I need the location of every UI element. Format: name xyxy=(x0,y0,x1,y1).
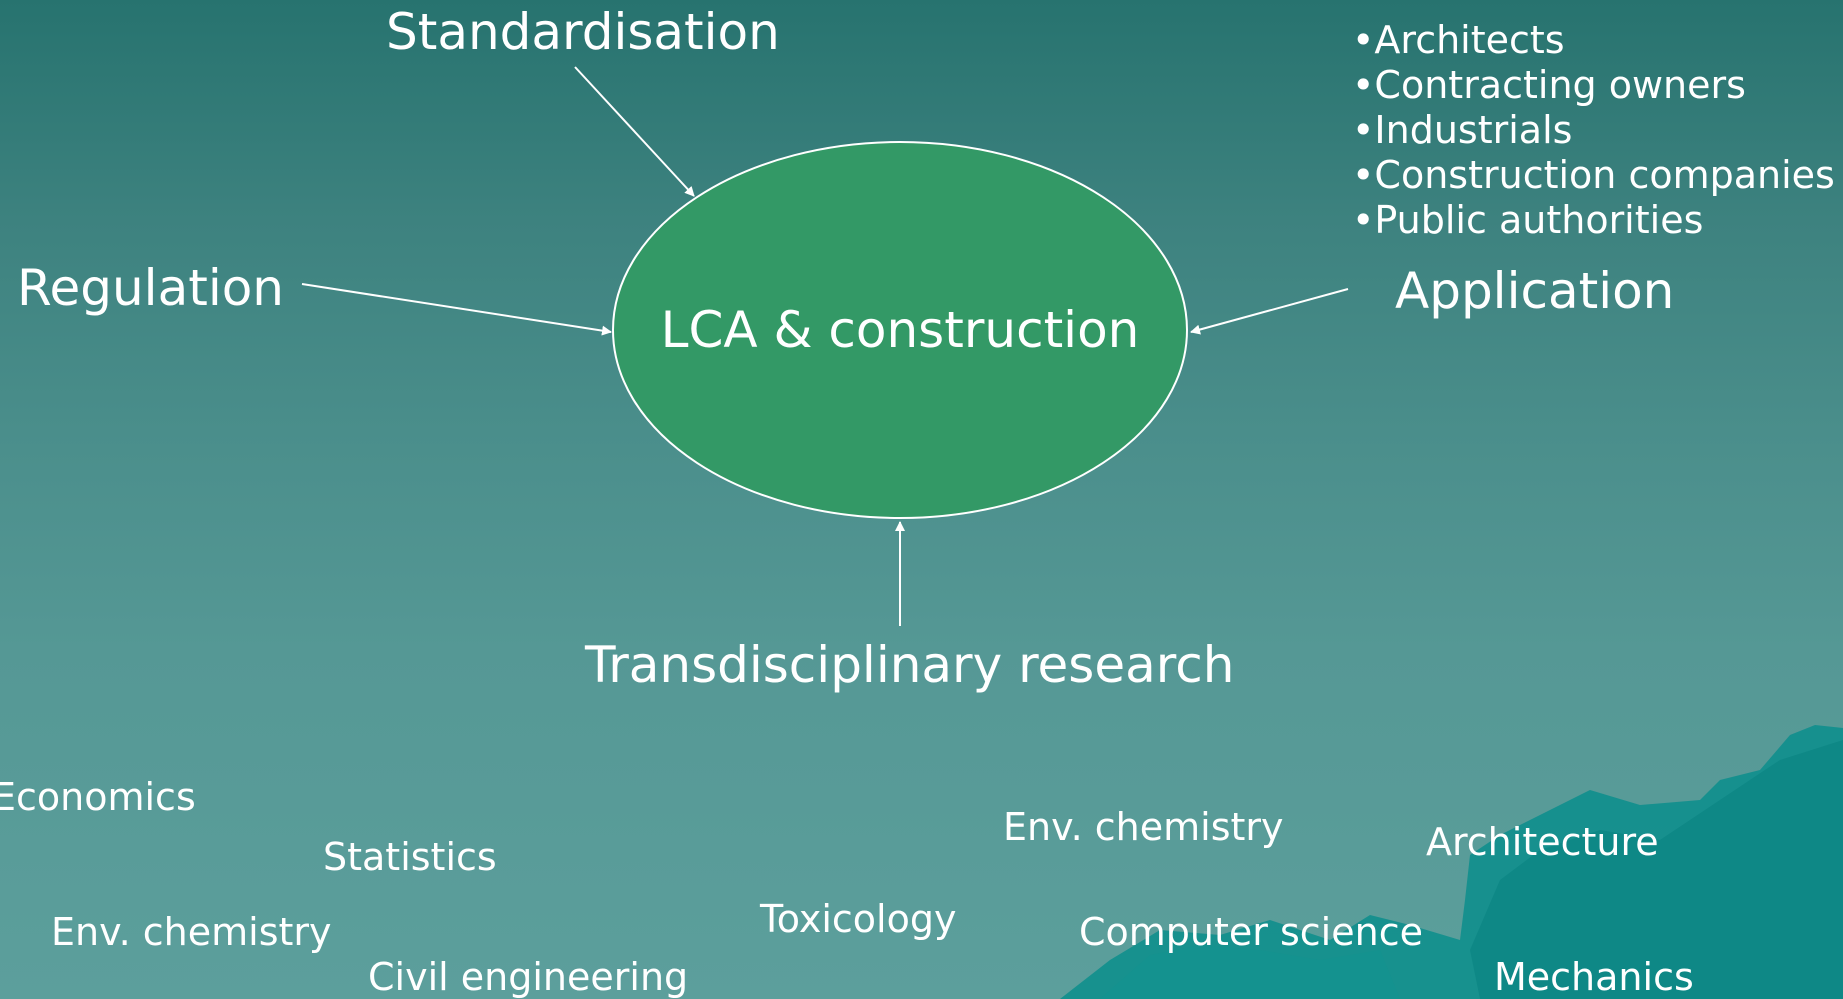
list-item: Architects xyxy=(1352,18,1835,63)
discipline-architecture: Architecture xyxy=(1426,820,1659,864)
discipline-env-chemistry-right: Env. chemistry xyxy=(1003,805,1284,849)
node-standardisation: Standardisation xyxy=(386,3,780,61)
list-item: Contracting owners xyxy=(1352,63,1835,108)
list-item: Construction companies xyxy=(1352,153,1834,198)
discipline-statistics: Statistics xyxy=(323,835,497,879)
discipline-economics: Economics xyxy=(0,775,196,819)
node-application: Application xyxy=(1395,262,1675,320)
discipline-mechanics: Mechanics xyxy=(1494,955,1694,999)
discipline-civil-engineering: Civil engineering xyxy=(368,955,689,999)
arrow-application xyxy=(1190,288,1349,335)
list-item: Industrials xyxy=(1352,108,1835,153)
arrow-regulation xyxy=(301,283,612,336)
center-label: LCA & construction xyxy=(660,301,1140,359)
discipline-toxicology: Toxicology xyxy=(760,897,957,941)
arrow-standardisation xyxy=(574,66,695,197)
node-research: Transdisciplinary research xyxy=(585,636,1235,694)
node-regulation: Regulation xyxy=(17,259,284,317)
stakeholder-list: Architects Contracting owners Industrial… xyxy=(1352,18,1835,243)
list-item: Public authorities xyxy=(1352,198,1835,243)
discipline-env-chemistry-left: Env. chemistry xyxy=(51,910,332,954)
discipline-computer-science: Computer science xyxy=(1079,910,1423,954)
center-ellipse xyxy=(612,141,1188,519)
